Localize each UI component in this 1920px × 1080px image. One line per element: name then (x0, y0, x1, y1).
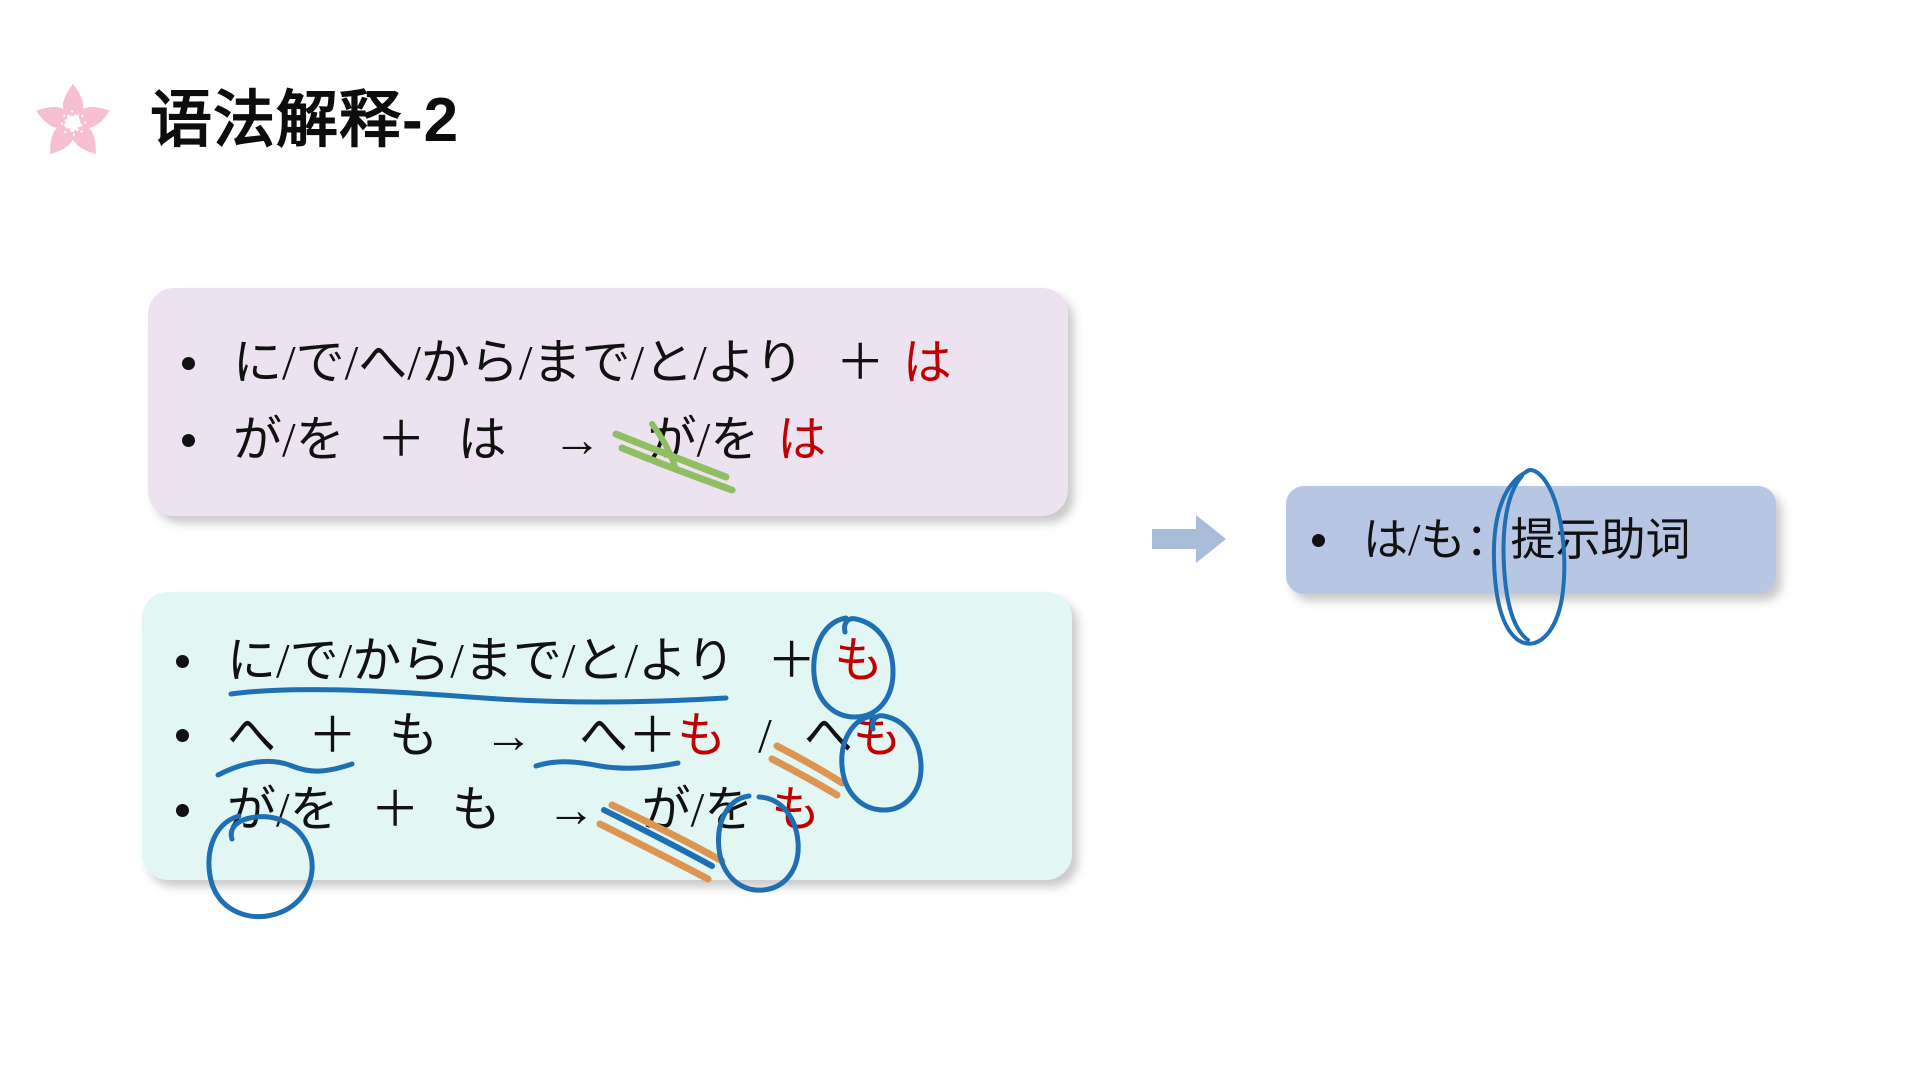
underlined-he-plus: へ＋ (579, 707, 678, 763)
underlined-mo: も (389, 707, 439, 763)
rule-text: が/を＋は→が/をは (233, 404, 826, 477)
list-item: に/で/から/まで/と/より＋も (176, 625, 1072, 698)
slide-title-row: 语法解释-2 (30, 78, 459, 164)
bullet-point (1312, 533, 1325, 547)
rule-text: が/を＋も→が/をも (227, 774, 820, 847)
circled-mo-red: も (771, 782, 821, 838)
underlined-particles: に/で/から/まで/と/より (227, 633, 736, 689)
circled-ga-wo: が/を (227, 782, 339, 838)
particle-wa-red: は (902, 335, 952, 391)
circled-mo-red: も (852, 707, 902, 763)
bullet-point (182, 357, 195, 371)
rule-text: に/で/へ/から/まで/と/より＋は (233, 335, 952, 391)
rule-text: へ＋も→へ＋も/へも (227, 700, 902, 773)
flow-arrow-icon (1152, 515, 1226, 563)
bullet-point (182, 433, 195, 447)
mo-particle-rules-card: に/で/から/まで/と/より＋も へ＋も→へ＋も/へも が/を＋も→が/をも (142, 592, 1072, 880)
arrow-symbol: → (552, 412, 602, 467)
conclusion-card: は/も：提示助词 (1286, 486, 1776, 594)
list-item: が/を＋も→が/をも (176, 774, 1072, 847)
page-title: 语法解释-2 (150, 86, 460, 155)
bullet-point (176, 654, 189, 668)
struck-ga-wo: が/を (647, 412, 760, 467)
wa-particle-rules-card: に/で/へ/から/まで/と/より＋は が/を＋は→が/をは (148, 288, 1068, 516)
list-item: に/で/へ/から/まで/と/より＋は (182, 327, 1068, 400)
bullet-point (176, 804, 189, 817)
particle-mo-red: も (677, 707, 727, 763)
rule-text: に/で/から/まで/と/より＋も (227, 625, 883, 698)
struck-ga-wo: が/を (641, 782, 754, 838)
conclusion-text: は/も：提示助词 (1363, 514, 1691, 565)
slash-symbol: / (758, 707, 772, 763)
arrow-symbol: → (484, 707, 534, 763)
bullet-point (176, 729, 189, 743)
struck-he: へ (803, 707, 853, 763)
particle-wa-red: は (777, 412, 827, 467)
sakura-icon (36, 84, 110, 155)
list-item: が/を＋は→が/をは (182, 404, 1068, 477)
arrow-symbol: → (546, 782, 596, 838)
list-item: へ＋も→へ＋も/へも (176, 700, 1072, 773)
circled-mo-red: も (834, 633, 884, 689)
list-item: は/も：提示助词 (1312, 507, 1776, 574)
